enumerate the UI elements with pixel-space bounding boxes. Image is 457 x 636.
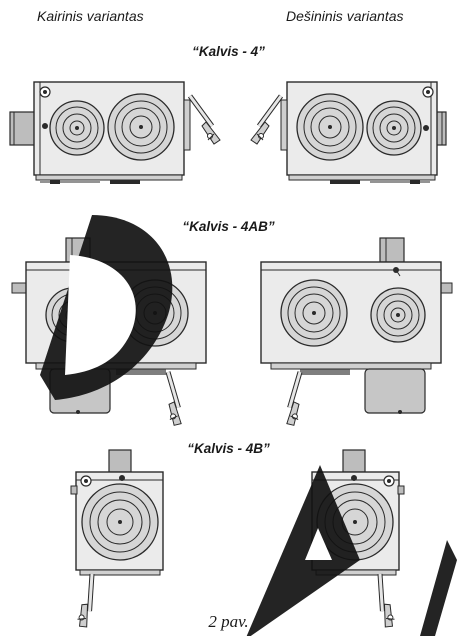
section-title-kalvis-4ab: “Kalvis - 4AB” bbox=[182, 219, 275, 234]
left-variant-label: Kairinis variantas bbox=[37, 8, 144, 24]
kalvis-4b-left-stove bbox=[61, 449, 164, 630]
section-title-kalvis-4b: “Kalvis - 4B” bbox=[187, 441, 270, 456]
kalvis-4b-right-stove bbox=[311, 449, 411, 630]
section-title-kalvis-4: “Kalvis - 4” bbox=[192, 44, 265, 59]
kalvis-4ab-right-stove bbox=[260, 237, 453, 427]
kalvis-4-right-stove bbox=[251, 81, 447, 184]
kalvis-4-left-stove bbox=[9, 81, 220, 184]
right-variant-label: Dešininis variantas bbox=[286, 8, 404, 24]
figure-caption: 2 pav. bbox=[208, 612, 249, 631]
kalvis-4ab-left-stove bbox=[11, 237, 207, 427]
